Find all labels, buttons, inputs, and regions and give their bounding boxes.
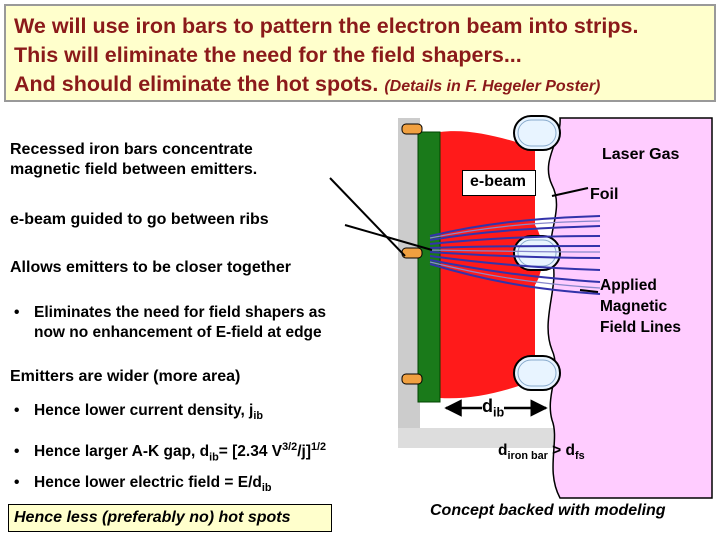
ak-gap-sup: 3/2 [282,441,298,453]
iron-bar-middle [401,247,423,259]
ebeam-label-box [462,170,536,196]
ak-gap-eq: = [2.34 V [218,443,283,461]
laser-gas-label: Laser Gas [602,146,680,163]
applied-label-2: Magnetic [600,298,668,315]
pointer-recessed [329,177,406,257]
bullet-eliminates: • Eliminates the need for field shapers a… [14,303,326,323]
recessed-text-2: magnetic field between emitters. [10,161,258,178]
field-line [429,245,601,249]
rib-top [513,115,561,151]
dib-label: dib [482,396,505,420]
field-lines [429,215,601,295]
diron-label: diron bar > dfs [498,442,585,462]
bullet-current-density: • Hence lower current density, jib [14,401,263,426]
title-line-1: We will use iron bars to pattern the ele… [14,14,639,38]
field-line [429,259,601,283]
bullet-ak-gap: • Hence larger A-K gap, dib= [2.34 V3/2/j… [14,437,326,467]
closer-text: Allows emitters to be closer together [10,259,291,276]
diron-sub2: fs [574,450,585,463]
title-line-2: This will eliminate the need for the fie… [14,43,522,67]
title-box: We will use iron bars to pattern the ele… [4,4,716,102]
laser-gas-region [547,117,713,499]
rib-bottom [513,355,561,391]
dib-sub: ib [493,405,505,420]
current-density-text: Hence lower current density, j [34,402,254,419]
diron-sub: iron bar [507,450,548,463]
wider-text: Emitters are wider (more area) [10,368,241,385]
field-line [429,251,601,259]
applied-label-3: Field Lines [600,319,681,336]
field-lines-light [429,220,601,289]
rib-middle [513,235,561,271]
field-line-light [429,249,601,253]
electric-field-text: Hence lower electric field = E/d [34,474,262,491]
iron-bar-bottom [401,373,423,385]
dib-main: d [482,396,493,416]
hibachi-bottom [398,428,568,448]
current-density-sub: ib [253,410,264,423]
foil-label: Foil [590,186,619,203]
eliminates-text-1: Eliminates the need for field shapers as [34,304,327,321]
bullet-dot: • [14,402,20,419]
guided-text: e-beam guided to go between ribs [10,211,269,228]
title-note: (Details in F. Hegeler Poster) [384,78,601,95]
field-line [429,235,601,245]
ebeam-label: e-beam [470,173,527,190]
pointer-applied [579,289,599,293]
pointer-foil [551,187,589,197]
bullet-electric-field: • Hence lower electric field = E/dib [14,473,272,498]
hot-spots-box: Hence less (preferably no) hot spots [8,504,332,532]
bullet-dot: • [14,474,20,491]
pointer-guided [344,224,433,251]
recessed-text-1: Recessed iron bars concentrate [10,141,253,158]
bullet-dot: • [14,304,20,321]
ebeam-region [440,131,543,399]
ak-gap-sup2: 1/2 [310,441,327,453]
field-line-light [429,261,601,289]
applied-label-1: Applied [600,277,657,294]
hibachi-left [398,118,420,448]
field-line-light [429,220,601,239]
concept-text: Concept backed with modeling [430,502,666,519]
eliminates-text-2: now no enhancement of E-field at edge [34,324,322,341]
title-line-3-text: And should eliminate the hot spots. [14,72,379,96]
rib-bottom-inner [517,359,557,387]
field-line [429,225,601,241]
diron-main: d [498,442,508,459]
title-line-3: And should eliminate the hot spots. (Det… [14,70,706,101]
ak-gap-sub: ib [209,451,219,464]
field-line [429,215,601,237]
electric-field-sub: ib [261,482,272,495]
field-line [429,263,601,295]
iron-bar-top [401,123,423,135]
rib-top-inner [517,119,557,147]
bullet-dot: • [14,443,20,461]
ak-gap-text: Hence larger A-K gap, d [34,443,210,461]
diron-gt: > d [552,442,575,459]
field-line [429,255,601,271]
ak-gap-tail: /j] [297,443,311,461]
